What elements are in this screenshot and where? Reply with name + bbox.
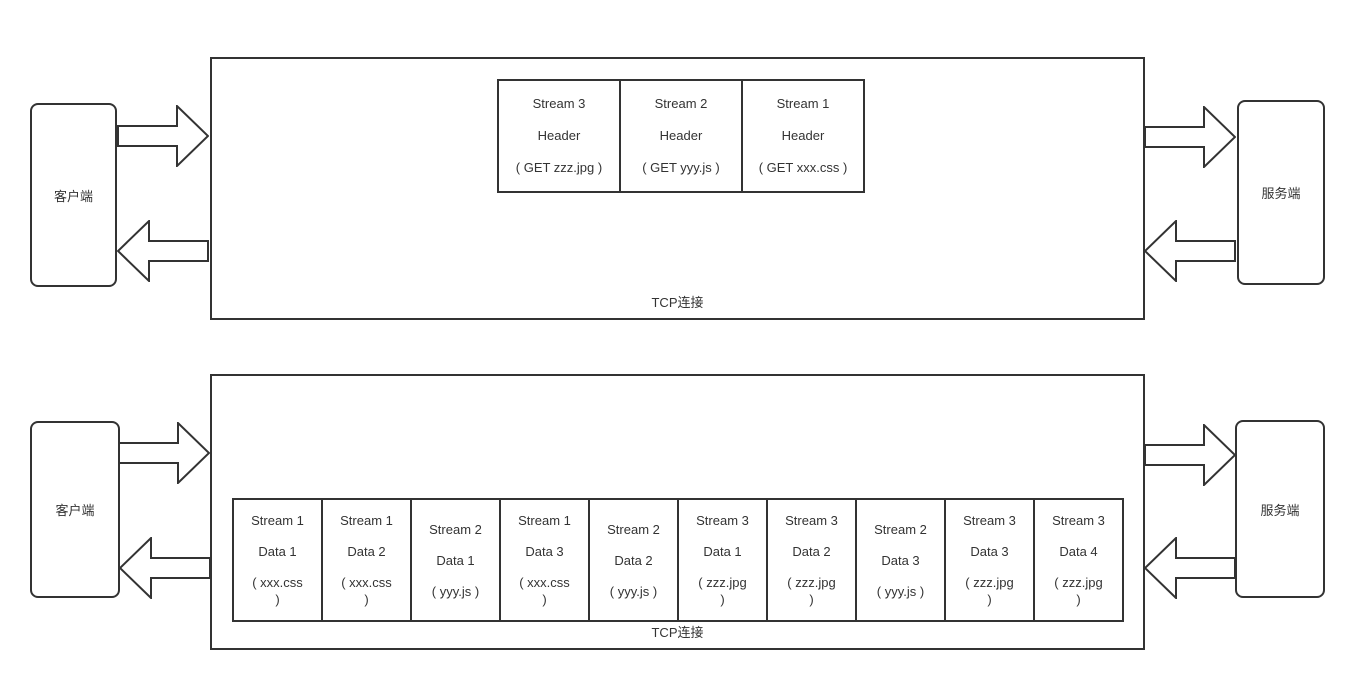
left-arrow-icon [1144, 537, 1236, 599]
frame-detail-label: ( yyy.js ) [431, 583, 480, 599]
frame-type-label: Data 4 [1059, 544, 1098, 559]
client-label: 客户端 [53, 188, 93, 204]
client-label: 客户端 [55, 503, 95, 518]
frame-detail-label: ( zzz.jpg ) [965, 575, 1014, 607]
frame-type-label: Data 3 [525, 544, 564, 559]
frame-detail-label: ( xxx.css ) [341, 575, 392, 607]
stream-data-cell: Stream 2 Data 2 ( yyy.js ) [588, 498, 679, 622]
stream-data-cell: Stream 3 Data 4 ( zzz.jpg ) [1033, 498, 1124, 622]
frame-detail-label: ( GET zzz.jpg ) [515, 160, 603, 175]
frame-detail-label: ( zzz.jpg ) [698, 575, 747, 607]
server-box: 服务端 [1235, 420, 1325, 598]
right-arrow-icon [118, 422, 210, 484]
stream-label: Stream 1 [251, 513, 304, 528]
stream-label: Stream 3 [696, 513, 749, 528]
stream-data-cell: Stream 2 Data 3 ( yyy.js ) [855, 498, 946, 622]
data-frames-row: Stream 1 Data 1 ( xxx.css ) Stream 1 Dat… [232, 498, 1124, 622]
stream-header-cell: Stream 1 Header ( GET xxx.css ) [741, 79, 865, 193]
stream-data-cell: Stream 1 Data 3 ( xxx.css ) [499, 498, 590, 622]
frame-type-label: Data 2 [347, 544, 386, 559]
frame-type-label: Data 1 [703, 544, 742, 559]
tcp-connection-label: TCP连接 [651, 625, 704, 640]
stream-label: Stream 3 [785, 513, 838, 528]
stream-label: Stream 1 [340, 513, 393, 528]
stream-header-cell: Stream 2 Header ( GET yyy.js ) [619, 79, 743, 193]
frame-type-label: Data 1 [436, 552, 475, 568]
frame-type-label: Data 1 [258, 544, 297, 559]
stream-label: Stream 3 [963, 513, 1016, 528]
frame-type-label: Data 3 [881, 552, 920, 568]
right-arrow-icon [1144, 106, 1236, 168]
stream-data-cell: Stream 3 Data 3 ( zzz.jpg ) [944, 498, 1035, 622]
stream-data-cell: Stream 1 Data 1 ( xxx.css ) [232, 498, 323, 622]
stream-label: Stream 2 [607, 521, 660, 537]
stream-data-cell: Stream 3 Data 2 ( zzz.jpg ) [766, 498, 857, 622]
stream-label: Stream 2 [874, 521, 927, 537]
left-arrow-icon [1144, 220, 1236, 282]
client-box: 客户端 [30, 103, 117, 287]
left-arrow-icon [117, 220, 209, 282]
stream-label: Stream 3 [532, 96, 586, 111]
frame-type-label: Header [781, 128, 825, 143]
stream-data-cell: Stream 3 Data 1 ( zzz.jpg ) [677, 498, 768, 622]
frame-detail-label: ( xxx.css ) [252, 575, 303, 607]
frame-detail-label: ( xxx.css ) [519, 575, 570, 607]
server-label: 服务端 [1261, 186, 1301, 201]
stream-label: Stream 1 [518, 513, 571, 528]
frame-detail-label: ( GET xxx.css ) [758, 160, 848, 175]
left-arrow-icon [119, 537, 211, 599]
stream-label: Stream 3 [1052, 513, 1105, 528]
stream-header-cell: Stream 3 Header ( GET zzz.jpg ) [497, 79, 621, 193]
frame-type-label: Header [659, 128, 703, 143]
stream-label: Stream 2 [654, 96, 708, 111]
header-frames-row: Stream 3 Header ( GET zzz.jpg ) Stream 2… [497, 79, 865, 193]
client-box: 客户端 [30, 421, 120, 598]
right-arrow-icon [117, 105, 209, 167]
frame-type-label: Data 2 [792, 544, 831, 559]
frame-detail-label: ( zzz.jpg ) [787, 575, 836, 607]
stream-label: Stream 2 [429, 521, 482, 537]
server-label: 服务端 [1260, 502, 1300, 518]
frame-detail-label: ( GET yyy.js ) [642, 160, 720, 175]
right-arrow-icon [1144, 424, 1236, 486]
frame-type-label: Header [537, 128, 581, 143]
tcp-connection-label: TCP连接 [651, 295, 704, 310]
stream-data-cell: Stream 1 Data 2 ( xxx.css ) [321, 498, 412, 622]
frame-detail-label: ( yyy.js ) [609, 583, 658, 599]
frame-detail-label: ( zzz.jpg ) [1054, 575, 1103, 607]
stream-data-cell: Stream 2 Data 1 ( yyy.js ) [410, 498, 501, 622]
server-box: 服务端 [1237, 100, 1325, 285]
frame-type-label: Data 3 [970, 544, 1009, 559]
stream-label: Stream 1 [776, 96, 830, 111]
frame-type-label: Data 2 [614, 552, 653, 568]
frame-detail-label: ( yyy.js ) [876, 583, 925, 599]
